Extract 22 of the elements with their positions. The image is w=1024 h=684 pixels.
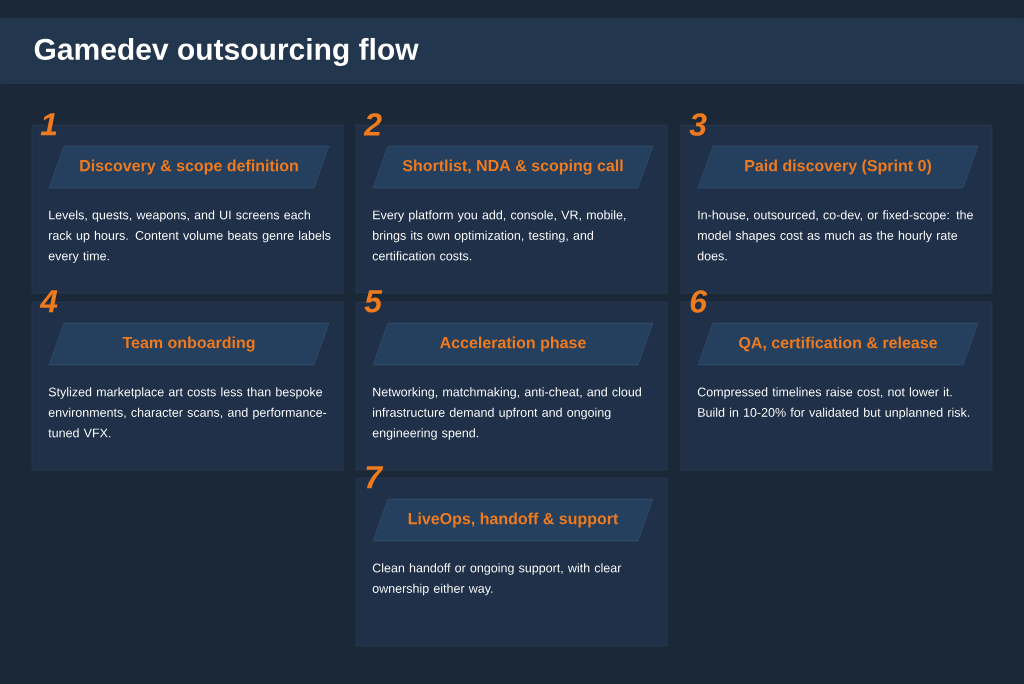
- heading-banner: QA, certification & release: [697, 322, 979, 366]
- step-number: 7: [366, 466, 384, 489]
- body-text: Networking, matchmaking, anti-cheat, and cloud infrastructure demand upfront and ongoing engineering spend.: [372, 387, 641, 440]
- title: Gamedev outsourcing flow: [34, 37, 419, 67]
- step-number: 1: [40, 113, 57, 136]
- heading-banner: LiveOps, handoff & support: [372, 498, 654, 542]
- heading-banner: Paid discovery (Sprint 0): [697, 145, 979, 189]
- step-number: 5: [364, 290, 383, 313]
- heading-banner: Team onboarding: [48, 322, 330, 366]
- body-text: In-house, outsourced, co-dev, or fixed-scope: the model shapes cost as much as the hourly rate does.: [697, 210, 973, 261]
- step-number: 6: [690, 290, 708, 313]
- step-number: 2: [363, 113, 382, 136]
- heading-banner: Acceleration phase: [372, 322, 654, 366]
- heading-banner: Discovery & scope definition: [48, 145, 330, 189]
- body-text: Stylized marketplace art costs less than bespoke environments, character scans, and performance-tuned VFX.: [48, 387, 327, 438]
- body-text: Clean handoff or ongoing support, with clear ownership either way.: [372, 563, 622, 596]
- body-text: Compressed timelines raise cost, not lower it. Build in 10-20% for validated but unplanned risk.: [697, 387, 970, 420]
- heading-banner: Shortlist, NDA & scoping call: [372, 145, 654, 189]
- body-text: Every platform you add, console, VR, mobile, brings its own optimization, testing, and certification costs.: [372, 210, 626, 261]
- body-text: Levels, quests, weapons, and UI screens each rack up hours. Content volume beats genre labels every time.: [48, 210, 331, 263]
- step-number: 3: [689, 113, 707, 136]
- step-number: 4: [39, 290, 58, 313]
